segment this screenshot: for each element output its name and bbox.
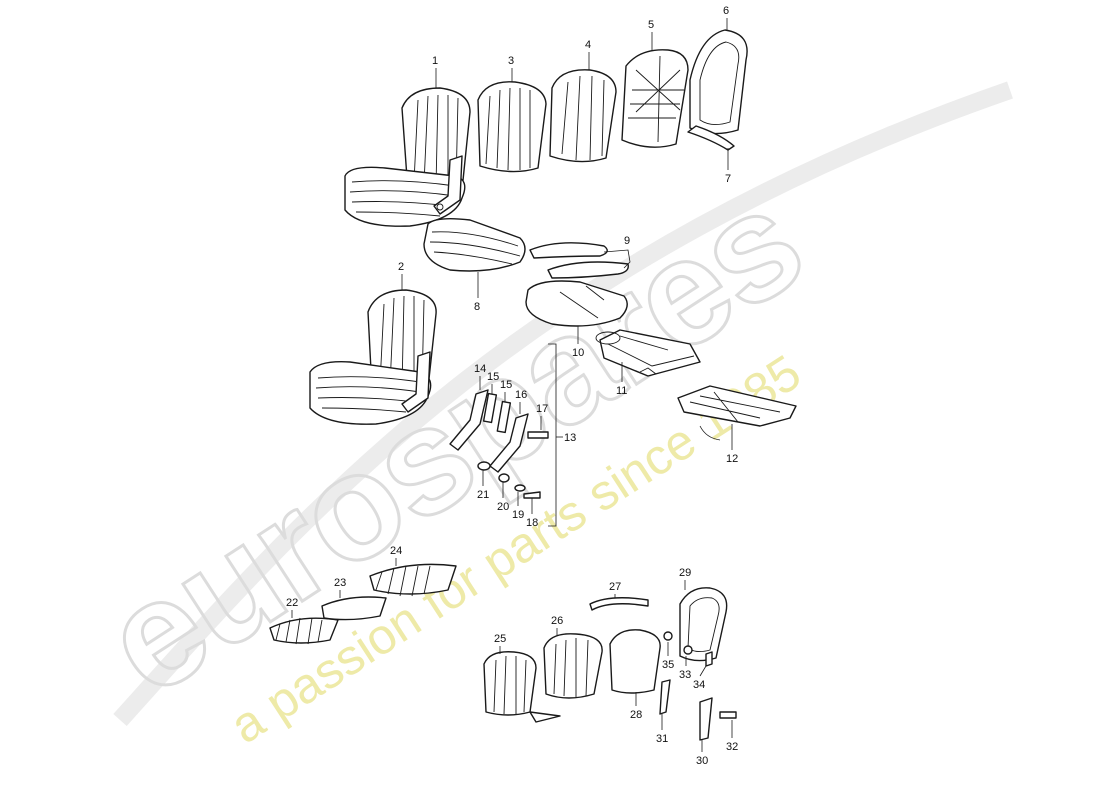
part-26-rear-backrest[interactable] — [543, 633, 603, 699]
callout-4: 4 — [585, 39, 591, 51]
part-3-backrest-cover[interactable] — [477, 81, 547, 173]
callout-21: 21 — [477, 489, 489, 501]
watermark: eurospares a passion for parts since 198… — [74, 81, 1013, 754]
callout-19: 19 — [512, 509, 524, 521]
callout-12: 12 — [726, 453, 738, 465]
callout-33: 33 — [679, 669, 691, 681]
callout-15a: 15 — [487, 371, 499, 383]
callout-29: 29 — [679, 567, 691, 579]
parts-13-21-mounting-hardware[interactable] — [449, 343, 557, 527]
callout-17: 17 — [536, 403, 548, 415]
part-1-seat-complete[interactable] — [344, 87, 471, 227]
callout-35: 35 — [662, 659, 674, 671]
callout-2: 2 — [398, 261, 404, 273]
part-27-cable[interactable] — [589, 597, 649, 611]
callout-7: 7 — [725, 173, 731, 185]
part-23-cover-panel[interactable] — [321, 596, 387, 621]
part-29-rear-frame[interactable] — [679, 587, 728, 662]
callout-26: 26 — [551, 615, 563, 627]
callout-20: 20 — [497, 501, 509, 513]
watermark-swoosh — [113, 81, 1013, 727]
callout-11: 11 — [616, 385, 627, 397]
callout-31: 31 — [656, 733, 668, 745]
part-6-backrest-shell[interactable] — [689, 29, 748, 135]
callout-14: 14 — [474, 363, 486, 375]
callout-1: 1 — [432, 55, 438, 67]
part-5-backrest-spring-frame[interactable] — [621, 49, 689, 148]
callout-24: 24 — [390, 545, 402, 557]
callout-6: 6 — [723, 5, 729, 17]
part-11-seat-pan[interactable] — [595, 329, 701, 377]
callout-5: 5 — [648, 19, 654, 31]
callout-22: 22 — [286, 597, 298, 609]
part-24-cover-panel[interactable] — [369, 563, 457, 597]
part-12-seat-frame[interactable] — [677, 385, 797, 441]
callout-labels: 1 3 4 5 6 7 8 9 10 11 12 2 13 14 15 15 1… — [286, 5, 738, 767]
callout-30: 30 — [696, 755, 708, 767]
callout-13: 13 — [564, 432, 576, 444]
callout-15b: 15 — [500, 379, 512, 391]
callout-34: 34 — [693, 679, 705, 691]
callout-16: 16 — [515, 389, 527, 401]
parts-30-35-fasteners[interactable] — [659, 631, 737, 741]
part-10-seat-cushion-padding[interactable] — [525, 280, 628, 327]
part-7-trim-strip[interactable] — [687, 125, 735, 151]
callout-32: 32 — [726, 741, 738, 753]
part-28-rear-padding[interactable] — [609, 629, 661, 694]
callout-28: 28 — [630, 709, 642, 721]
callout-9: 9 — [624, 235, 630, 247]
callout-10: 10 — [572, 347, 584, 359]
callout-18: 18 — [526, 517, 538, 529]
part-25-rear-backrest-cover[interactable] — [483, 651, 561, 723]
callout-27: 27 — [609, 581, 621, 593]
part-8-seat-cushion-cover[interactable] — [423, 217, 526, 272]
part-22-cover-panel[interactable] — [269, 617, 339, 645]
part-4-backrest-padding[interactable] — [549, 69, 617, 163]
callout-3: 3 — [508, 55, 514, 67]
callout-23: 23 — [334, 577, 346, 589]
callout-25: 25 — [494, 633, 506, 645]
part-2-seat-complete[interactable] — [309, 289, 437, 425]
callout-8: 8 — [474, 301, 480, 313]
